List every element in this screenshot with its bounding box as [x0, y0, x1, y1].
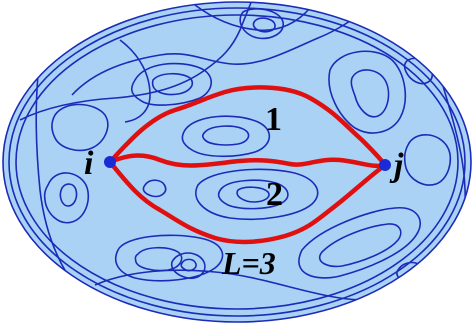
contour-loop-bottom-left [114, 234, 224, 282]
contour-loop-right-lower [298, 207, 421, 279]
path-2 [107, 153, 388, 169]
contour-loop-left-lower [43, 172, 90, 224]
contour-loop-right-mid [403, 134, 452, 186]
node-j [379, 159, 391, 171]
path-2-label: 2 [266, 176, 283, 213]
contour-loop-center-lower-core [236, 186, 270, 203]
contour-loop-center-upper [181, 115, 271, 158]
contour-loop-right-upper-inner [350, 69, 390, 118]
contour-line-upper-middle [19, 2, 253, 121]
contour-loop-top-small-inner [252, 17, 276, 33]
contour-line-top [71, 9, 366, 96]
contour-loop-center-lower [195, 168, 319, 221]
contour-loop-right-lower-inner [318, 223, 402, 268]
contour-loop-bottom-left-inner [134, 246, 183, 272]
contour-loop-bottom-swirl-core [180, 258, 197, 272]
contour-loop-center-upper-inner [201, 125, 250, 146]
contour-line-left-vertical [35, 74, 79, 291]
contour-lines [19, 2, 467, 301]
rim-contour-1 [8, 7, 466, 317]
path-1-label: 1 [265, 101, 282, 138]
contour-loop-top-small [239, 8, 284, 40]
contour-loop-left-upper [51, 103, 109, 152]
path-3-label: L=3 [221, 245, 276, 281]
contour-loop-right-upper [328, 50, 407, 134]
contour-loop-top-center-inner [151, 72, 194, 96]
contour-loop-bottom-swirl [170, 252, 206, 280]
contour-loop-small-left [142, 179, 167, 198]
contour-loop-left-lower-inner [59, 183, 78, 207]
path-3 [107, 159, 388, 245]
contour-loop-center-lower-inner [217, 179, 289, 210]
path-1 [107, 85, 388, 168]
contour-loop-top-center [130, 62, 213, 106]
rim-contour-2 [15, 14, 459, 310]
contour-line-top-left [119, 39, 151, 123]
node-i-label: i [84, 145, 94, 182]
node-i [104, 156, 116, 168]
